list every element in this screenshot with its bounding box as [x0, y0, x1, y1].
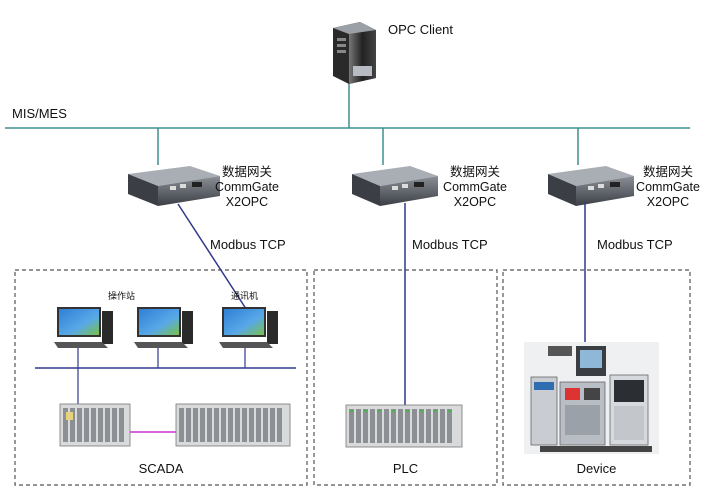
gateway-1-product: CommGate [215, 180, 279, 194]
operator-station-label: 操作站 [108, 291, 136, 301]
zone-device-box [502, 269, 691, 486]
gateway-1-name-cn: 数据网关 [221, 165, 272, 179]
gateway-3-label: 数据网关 CommGate X2OPC [633, 165, 703, 210]
mis-mes-network-label: MIS/MES [12, 106, 67, 121]
scada-plc-rack-1-icon [59, 403, 131, 447]
opc-client-server-icon [333, 22, 376, 84]
comm-station-label: 通讯机 [231, 291, 259, 301]
comm-station-pc-icon [219, 307, 278, 348]
gateway-2-name-cn: 数据网关 [449, 165, 500, 179]
gateway-1-protocol-label: Modbus TCP [210, 237, 286, 252]
zone-scada-box [14, 269, 308, 486]
gateway-3-name-cn: 数据网关 [642, 165, 693, 179]
gateway-2-protocol-label: Modbus TCP [412, 237, 488, 252]
gateway-2-product: CommGate [443, 180, 507, 194]
gateway-1-modbus-link [177, 203, 253, 319]
gateway-1-label: 数据网关 CommGate X2OPC [212, 165, 282, 210]
operator-station-pc-1-icon [54, 307, 113, 348]
zone-scada-label: SCADA [138, 461, 184, 476]
gateway-3-product: CommGate [636, 180, 700, 194]
opc-client-label: OPC Client [388, 22, 454, 37]
gateway-3-device-icon [548, 166, 634, 206]
zone-device-label: Device [576, 461, 617, 476]
gateway-2-device-icon [352, 166, 438, 206]
gateway-2-label: 数据网关 CommGate X2OPC [440, 165, 510, 210]
gateway-3-model: X2OPC [646, 195, 690, 209]
operator-station-pc-2-icon [134, 307, 193, 348]
plc-rack-icon [345, 404, 463, 448]
gateway-1-device-icon [128, 166, 220, 206]
gateway-1-model: X2OPC [225, 195, 269, 209]
industrial-device-icon [524, 342, 659, 454]
zone-plc-label: PLC [392, 461, 419, 476]
gateway-3-protocol-label: Modbus TCP [597, 237, 673, 252]
scada-plc-rack-2-icon [175, 403, 291, 447]
gateway-2-model: X2OPC [453, 195, 497, 209]
